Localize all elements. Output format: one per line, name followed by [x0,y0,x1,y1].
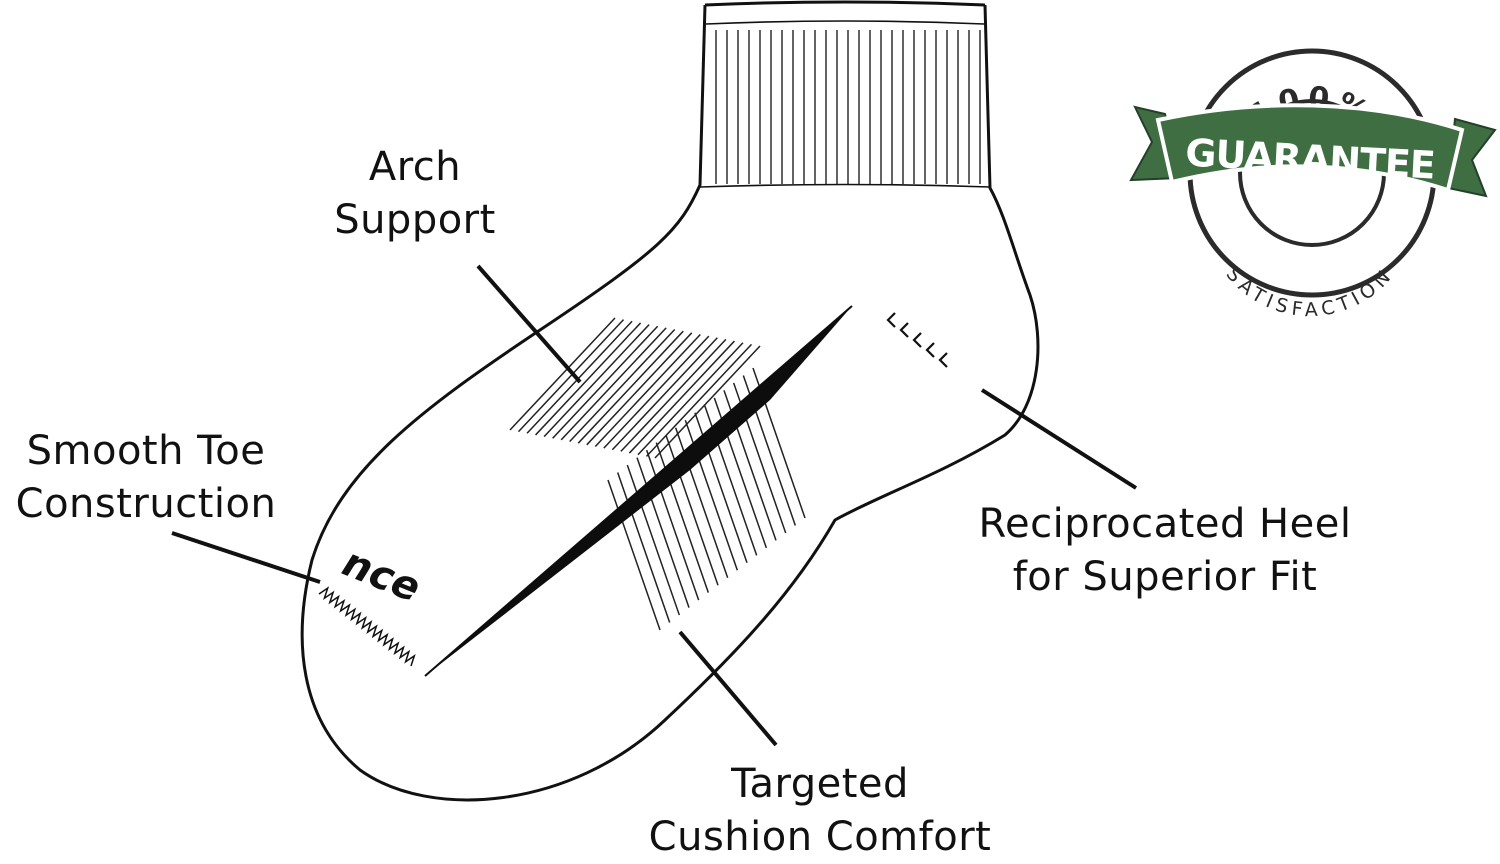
guarantee-banner [1155,103,1465,193]
arch-stripe [628,340,735,454]
arch-stripe [526,320,633,434]
heel-leader-line [980,388,1138,490]
targeted-cushion-label-line1: Targeted [731,761,909,807]
cushion-leader-line [678,630,778,747]
arch-stripe [577,330,684,444]
arch-support-label-line2: Support [334,197,496,243]
heel-chevron [938,352,948,368]
arch-stripe [535,322,642,436]
arch-stripe [603,335,710,449]
satisfaction-guarantee-badge: 100% SATISFACTION GUARANTEE [1129,48,1497,321]
arch-leader-line [476,264,582,384]
arch-support-label: Arch Support [300,141,530,247]
arch-stripe [586,332,693,446]
arch-stripe [594,333,701,447]
arch-stripe [517,319,625,433]
arch-support-stripes [509,317,761,459]
cushion-stripe [636,457,690,608]
smooth-toe-label: Smooth Toe Construction [0,425,292,531]
cuff-hem-inner [705,20,985,25]
arch-stripe [620,338,727,452]
arch-stripe [637,342,744,456]
arch-stripe [509,317,616,431]
toe-seam-zigzag [318,586,416,667]
cushion-stripe [607,479,661,631]
smooth-toe-label-line2: Construction [15,481,277,527]
arch-stripe [543,324,650,438]
arch-stripe [552,325,659,439]
smooth-toe-label-line1: Smooth Toe [26,428,266,474]
heel-chevrons [886,312,948,368]
brand-logo-fragment: nce [333,540,432,610]
heel-chevron [912,332,922,348]
cushion-stripe [626,464,681,616]
reciprocated-heel-label-line2: for Superior Fit [1012,554,1318,600]
arch-stripe [654,345,761,459]
arch-stripe [569,329,676,443]
arch-stripe [611,337,718,451]
arch-stripe [560,327,667,441]
cuff-ribs [715,30,981,184]
cuff-seam [699,183,991,188]
sock-outline [300,4,1040,802]
targeted-cushion-label-line2: Cushion Comfort [648,814,992,860]
toe-leader-line [171,531,321,584]
cuff-hem [704,0,986,7]
cushion-stripe [616,472,671,623]
arch-support-label-line1: Arch [368,144,462,190]
reciprocated-heel-label-line1: Reciprocated Heel [978,501,1352,547]
arch-stripe [645,343,753,457]
heel-chevron [925,342,935,358]
reciprocated-heel-label: Reciprocated Heel for Superior Fit [950,498,1380,604]
heel-chevron [886,312,896,328]
targeted-cushion-label: Targeted Cushion Comfort [610,758,1030,864]
diagonal-accent-edge [424,305,853,677]
heel-chevron [899,322,909,338]
